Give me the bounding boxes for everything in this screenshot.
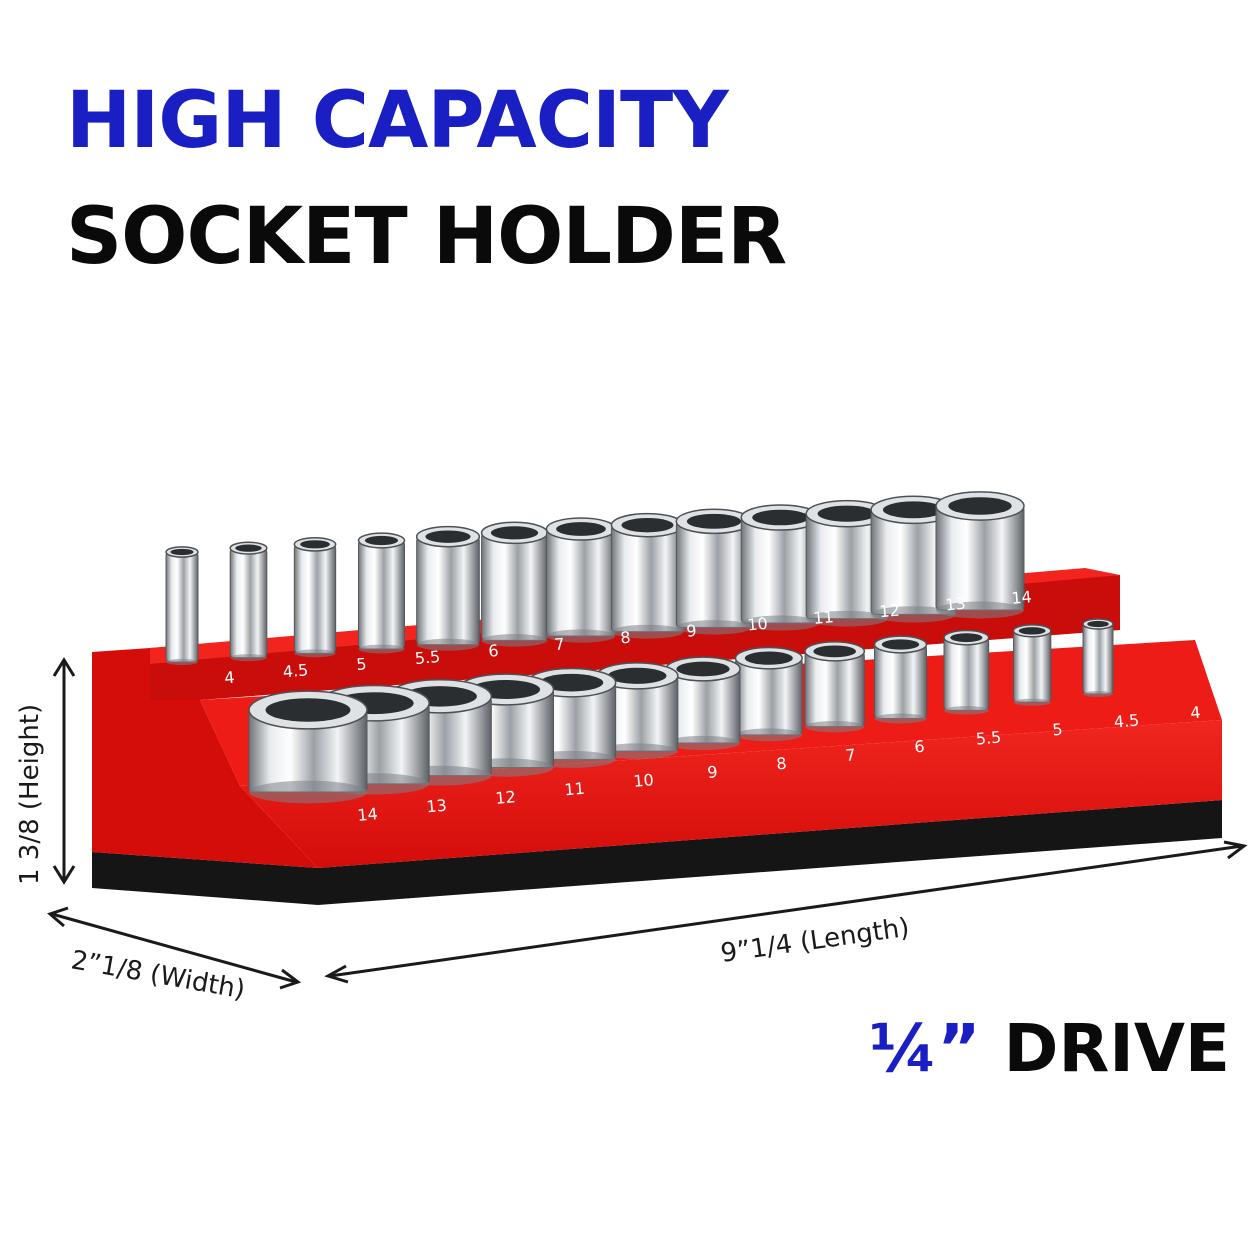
headline-line2: SOCKET HOLDER bbox=[66, 192, 787, 282]
slot-label-bottom: 9 bbox=[707, 762, 719, 782]
socket-top-0 bbox=[165, 546, 199, 666]
length-label: 9”1/4 (Length) bbox=[719, 913, 911, 969]
socket-bottom-5 bbox=[595, 662, 679, 759]
drive-fraction: ¼” bbox=[868, 1010, 981, 1087]
slot-label-bottom: 10 bbox=[633, 770, 655, 791]
slot-label-top: 13 bbox=[945, 594, 967, 615]
slot-label-bottom: 8 bbox=[776, 754, 788, 774]
socket-bottom-7 bbox=[734, 646, 803, 742]
socket-top-8 bbox=[675, 508, 753, 635]
slot-label-top: 11 bbox=[813, 607, 835, 628]
socket-top-10 bbox=[805, 499, 889, 627]
slot-label-bottom: 4.5 bbox=[1113, 710, 1140, 731]
socket-top-4 bbox=[415, 525, 481, 651]
top-row-sockets bbox=[165, 491, 1025, 666]
slot-label-top: 7 bbox=[554, 634, 566, 654]
socket-bottom-12 bbox=[1082, 618, 1114, 697]
slot-label-top: 8 bbox=[620, 628, 632, 648]
height-label: 1 3/8 (Height) bbox=[15, 704, 45, 885]
slot-label-bottom: 11 bbox=[564, 779, 586, 800]
socket-bottom-10 bbox=[943, 629, 990, 715]
slot-label-top: 10 bbox=[747, 614, 769, 635]
slot-label-top: 5 bbox=[356, 654, 368, 674]
bottom-row-sockets bbox=[248, 618, 1114, 804]
socket-top-2 bbox=[293, 536, 337, 658]
slot-label-bottom: 4 bbox=[1190, 703, 1202, 723]
socket-bottom-6 bbox=[665, 656, 741, 751]
width-dimension: 2”1/8 (Width) bbox=[47, 906, 302, 1005]
slot-label-bottom: 6 bbox=[914, 737, 926, 757]
slot-label-bottom: 5 bbox=[1052, 720, 1064, 740]
socket-bottom-9 bbox=[873, 635, 928, 724]
slot-label-top: 5.5 bbox=[414, 647, 441, 668]
socket-top-3 bbox=[357, 532, 406, 654]
slot-label-bottom: 12 bbox=[495, 787, 517, 808]
socket-top-7 bbox=[610, 512, 685, 639]
socket-top-5 bbox=[480, 521, 549, 647]
slot-label-top: 6 bbox=[488, 641, 500, 661]
rack-front-face bbox=[240, 720, 1222, 868]
slot-label-top: 4.5 bbox=[282, 660, 309, 681]
socket-top-11 bbox=[870, 495, 957, 623]
width-label: 2”1/8 (Width) bbox=[69, 945, 247, 1005]
slot-label-bottom: 5.5 bbox=[975, 727, 1002, 748]
slot-label-top: 14 bbox=[1011, 587, 1033, 608]
headline-line1: HIGH CAPACITY bbox=[66, 76, 729, 166]
slot-label-bottom: 14 bbox=[357, 804, 379, 825]
socket-bottom-11 bbox=[1012, 624, 1052, 706]
socket-top-12 bbox=[935, 491, 1025, 619]
socket-bottom-8 bbox=[804, 641, 866, 733]
magnetic-base bbox=[92, 800, 1222, 905]
height-dimension: 1 3/8 (Height) bbox=[15, 657, 76, 885]
top-row-labels: 4 4.5 5 5.5 6 7 8 9 10 11 12 13 14 bbox=[224, 587, 1033, 687]
slot-label-top: 9 bbox=[686, 621, 698, 641]
rack-left-face bbox=[92, 648, 318, 868]
slot-label-top: 12 bbox=[879, 601, 901, 622]
socket-top-9 bbox=[740, 504, 821, 631]
slot-label-bottom: 13 bbox=[426, 796, 448, 817]
drive-word: DRIVE bbox=[1003, 1010, 1230, 1087]
bottom-row-labels: 14 13 12 11 10 9 8 7 6 5.5 5 4.5 4 bbox=[357, 703, 1202, 825]
slot-label-top: 4 bbox=[224, 668, 236, 688]
socket-top-6 bbox=[545, 517, 617, 643]
slot-label-bottom: 7 bbox=[845, 745, 857, 765]
drive-size-label: ¼” DRIVE bbox=[869, 1016, 1230, 1082]
socket-top-1 bbox=[229, 541, 268, 662]
socket-bottom-0 bbox=[248, 690, 368, 804]
